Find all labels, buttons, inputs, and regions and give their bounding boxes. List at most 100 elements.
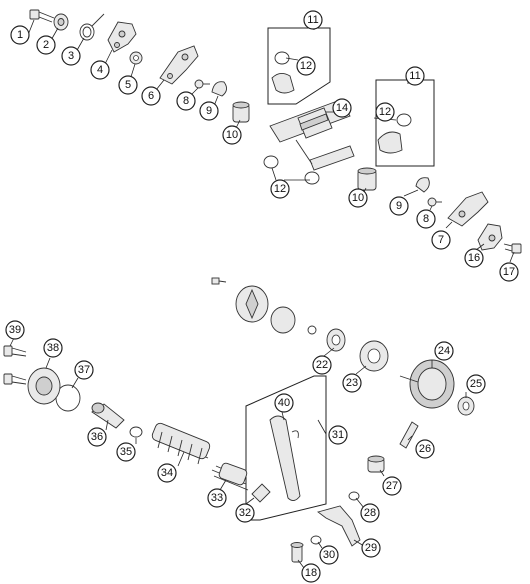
leader-lines [9, 19, 515, 569]
part-29-lever [316, 505, 361, 547]
svg-text:18: 18 [305, 567, 317, 579]
svg-text:12: 12 [300, 60, 312, 72]
svg-text:10: 10 [352, 192, 364, 204]
part-2-nut [53, 13, 69, 31]
svg-text:28: 28 [364, 507, 376, 519]
callout-8-right: 8 [416, 209, 436, 229]
part-1-bolt [29, 9, 55, 23]
callout-10-right: 10 [348, 188, 368, 208]
part-4-lever [107, 21, 137, 53]
svg-text:35: 35 [120, 446, 132, 458]
callout-33: 33 [207, 488, 227, 508]
svg-text:27: 27 [386, 480, 398, 492]
svg-text:22: 22 [316, 359, 328, 371]
part-16-lever [477, 223, 503, 251]
part-3-spring [79, 13, 105, 41]
callout-39: 39 [5, 320, 25, 340]
svg-text:14: 14 [336, 102, 348, 114]
callout-12-left: 12 [296, 56, 316, 76]
svg-text:17: 17 [503, 266, 515, 278]
callout-35: 35 [116, 442, 136, 462]
svg-text:29: 29 [365, 542, 377, 554]
callout-14: 14 [332, 98, 352, 118]
callout-22: 22 [312, 355, 332, 375]
svg-text:24: 24 [438, 345, 450, 357]
callout-26: 26 [415, 439, 435, 459]
svg-text:5: 5 [125, 79, 131, 91]
part-33-spring [211, 462, 249, 491]
callout-29: 29 [361, 538, 381, 558]
part-25-bearing [457, 396, 475, 416]
svg-text:8: 8 [423, 213, 429, 225]
svg-text:11: 11 [307, 14, 318, 26]
part-30-washer [310, 535, 322, 545]
part-26-pin [399, 421, 419, 449]
callout-32: 32 [235, 503, 255, 523]
callout-17: 17 [499, 262, 519, 282]
svg-text:40: 40 [278, 397, 290, 409]
callout-10-top: 10 [222, 125, 242, 145]
svg-text:12: 12 [379, 106, 391, 118]
callout-12-right: 12 [375, 102, 395, 122]
part-28-washer [348, 491, 360, 501]
part-10-bushing-right [357, 167, 377, 191]
part-27-bushing [367, 455, 385, 473]
part-35-washer [129, 426, 143, 438]
part-32-guide [251, 483, 271, 503]
part-impeller-screw [211, 277, 227, 285]
part-10-bushing-top [232, 101, 250, 123]
callout-12-bottom: 12 [270, 179, 290, 199]
callout-36: 36 [87, 427, 107, 447]
part-8-screw-right [427, 197, 442, 207]
svg-text:34: 34 [161, 467, 173, 479]
svg-text:4: 4 [97, 64, 103, 76]
svg-text:11: 11 [409, 70, 420, 82]
callout-9-right: 9 [389, 196, 409, 216]
part-6-lever [159, 45, 199, 85]
part-11-kit-box-left [267, 27, 331, 105]
callout-11-right: 11 [405, 66, 425, 86]
part-14-shaft [269, 99, 355, 171]
callout-28: 28 [360, 503, 380, 523]
callout-25: 25 [466, 374, 486, 394]
svg-text:3: 3 [68, 50, 74, 62]
part-24-gear [399, 359, 455, 409]
svg-text:36: 36 [91, 431, 103, 443]
part-22-seal [307, 325, 346, 352]
callout-6: 6 [141, 86, 161, 106]
svg-text:16: 16 [468, 252, 480, 264]
part-12-orings-bottom [263, 155, 320, 185]
svg-text:38: 38 [47, 342, 59, 354]
svg-text:9: 9 [396, 200, 402, 212]
callout-3: 3 [61, 46, 81, 66]
svg-text:7: 7 [438, 234, 444, 246]
part-9-clip-right [415, 177, 430, 193]
svg-text:31: 31 [332, 429, 344, 441]
svg-text:30: 30 [323, 549, 335, 561]
part-11-kit-box-right [375, 79, 435, 167]
svg-text:23: 23 [346, 377, 358, 389]
callout-40: 40 [274, 393, 294, 413]
callout-9-top: 9 [199, 101, 219, 121]
svg-text:12: 12 [274, 183, 286, 195]
part-5-washer [129, 51, 143, 65]
callout-11-left: 11 [303, 10, 323, 30]
part-34-spring [151, 422, 211, 465]
part-23-bearing [359, 340, 389, 372]
callout-1: 1 [10, 25, 30, 45]
svg-text:10: 10 [226, 129, 238, 141]
svg-text:39: 39 [9, 324, 21, 336]
svg-text:26: 26 [419, 443, 431, 455]
svg-text:25: 25 [470, 378, 482, 390]
svg-text:2: 2 [43, 39, 49, 51]
callout-18: 18 [301, 563, 321, 583]
svg-text:33: 33 [211, 492, 223, 504]
part-38-cover [27, 367, 61, 405]
part-39-bolts [3, 345, 27, 385]
part-17-bolt [503, 243, 522, 254]
svg-text:6: 6 [148, 90, 154, 102]
callout-16: 16 [464, 248, 484, 268]
svg-text:9: 9 [206, 105, 212, 117]
parts-illustration [3, 9, 522, 563]
